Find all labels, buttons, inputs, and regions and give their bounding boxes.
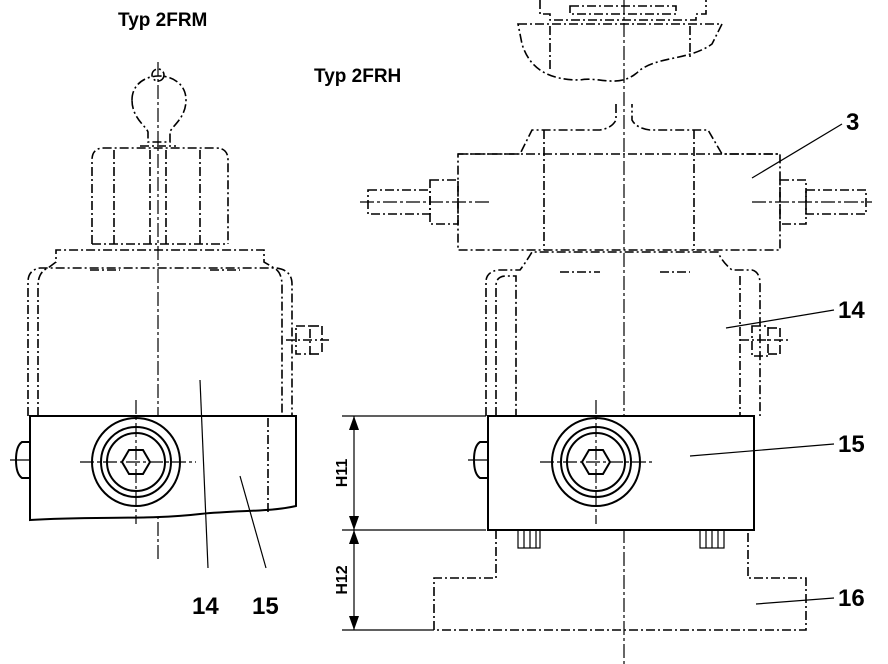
housing-14-right xyxy=(485,251,790,416)
view-2frh xyxy=(342,0,872,664)
dimension-h12: H12 xyxy=(334,565,351,594)
label-14-right: 14 xyxy=(838,297,865,324)
valve-block-15-left xyxy=(10,400,297,524)
handle-key xyxy=(131,68,187,147)
hex-nut xyxy=(91,147,229,245)
label-14-left: 14 xyxy=(192,593,219,620)
housing-14-left xyxy=(27,249,332,416)
view-2frm xyxy=(10,62,332,569)
leader-16 xyxy=(755,597,835,605)
leader-15-right xyxy=(689,443,835,457)
dimension-lines xyxy=(342,415,486,631)
label-15-right: 15 xyxy=(838,431,865,458)
dimension-h11: H11 xyxy=(334,459,351,488)
valve-block-15-right xyxy=(468,400,755,549)
handle-assembly-3 xyxy=(360,104,872,251)
leader-15-left xyxy=(239,475,267,569)
title-2frh: Typ 2FRH xyxy=(314,66,401,87)
label-3: 3 xyxy=(846,109,859,136)
base-plate-16 xyxy=(433,530,807,631)
upper-cut-component xyxy=(517,0,724,82)
leader-14-left xyxy=(199,379,209,569)
label-15-left: 15 xyxy=(252,593,279,620)
title-2frm: Typ 2FRM xyxy=(118,10,207,31)
label-16: 16 xyxy=(838,585,865,612)
leader-3 xyxy=(751,123,843,179)
leader-14-right xyxy=(725,309,835,329)
